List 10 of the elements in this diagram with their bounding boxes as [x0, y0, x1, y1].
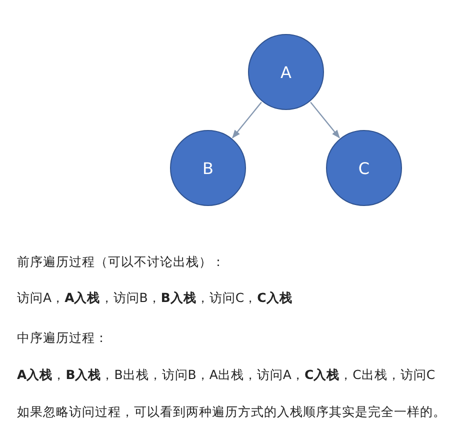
- arrow: [232, 102, 262, 138]
- text-line: A入栈，B入栈，B出栈，访问B，A出栈，访问A，C入栈，C出栈，访问C: [17, 367, 436, 384]
- text-line: 前序遍历过程（可以不讨论出栈）：: [17, 254, 225, 271]
- tree-node-circle: A: [248, 34, 324, 110]
- tree-node-circle: B: [170, 130, 246, 206]
- tree-node-circle: C: [326, 130, 402, 206]
- text-line: 访问A，A入栈，访问B，B入栈，访问C，C入栈: [17, 290, 292, 307]
- arrow: [310, 102, 340, 138]
- text-line: 如果忽略访问过程，可以看到两种遍历方式的入栈顺序其实是完全一样的。: [17, 404, 446, 421]
- text-line: 中序遍历过程：: [17, 330, 108, 347]
